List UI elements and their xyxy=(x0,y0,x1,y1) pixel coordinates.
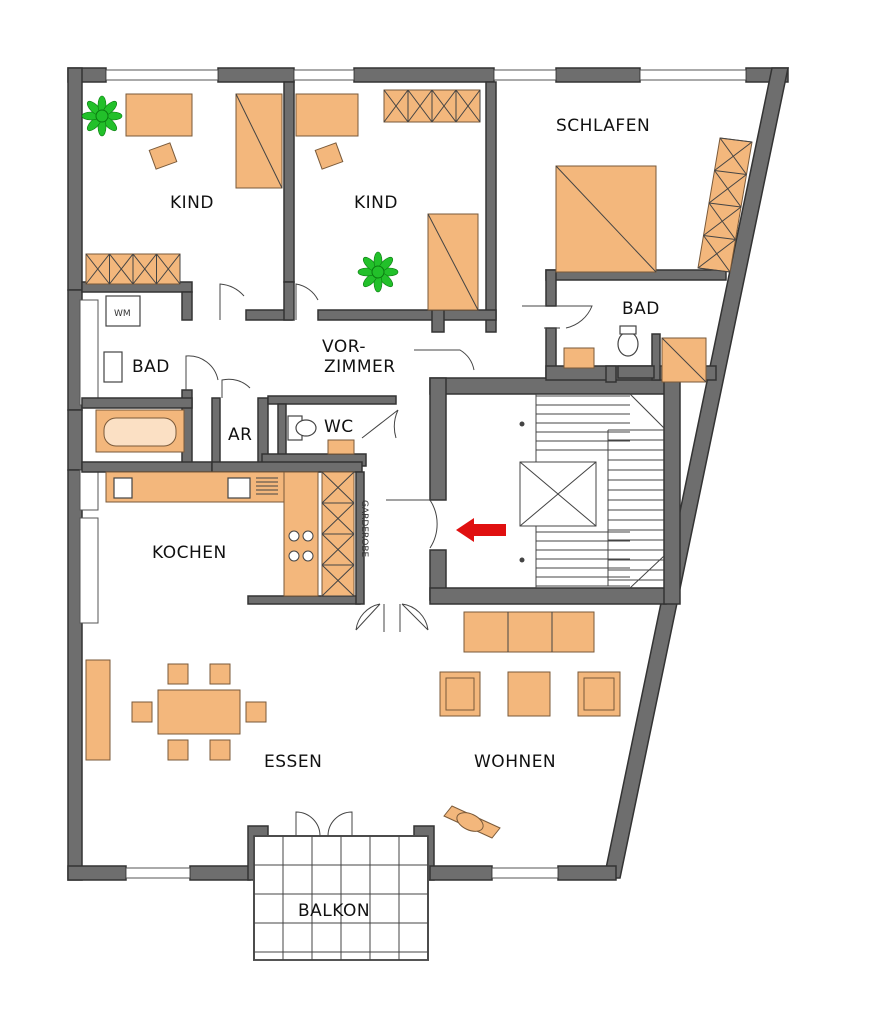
room-label-kind-1: KIND xyxy=(170,193,214,213)
room-label-wohnen: WOHNEN xyxy=(474,752,556,772)
wc-fixtures xyxy=(287,415,355,455)
washing-machine-label: WM xyxy=(114,309,131,319)
room-labels: KIND KIND SCHLAFEN BAD BAD VOR- ZIMMER A… xyxy=(132,116,660,921)
living-furniture xyxy=(439,611,621,839)
stairwell xyxy=(456,393,665,589)
exterior-walls xyxy=(67,67,789,881)
room-label-ar: AR xyxy=(228,425,252,445)
room-label-bad-right: BAD xyxy=(622,299,660,319)
plant-icon xyxy=(81,95,123,137)
room-label-bad-left: BAD xyxy=(132,357,170,377)
room-label-wc: WC xyxy=(324,417,354,437)
room-label-vorzimmer-2: ZIMMER xyxy=(324,357,396,377)
wardrobe xyxy=(321,471,355,597)
plant-icon xyxy=(357,251,399,293)
bad-left-fixtures: WM xyxy=(95,295,185,453)
room-label-essen: ESSEN xyxy=(264,752,322,772)
schlafen-furniture xyxy=(555,137,753,273)
hob xyxy=(256,477,314,562)
kitchen-fixtures: GARDEROBE xyxy=(105,471,369,597)
wardrobe xyxy=(383,89,481,123)
room-label-balkon: BALKON xyxy=(298,901,370,921)
room-label-kind-2: KIND xyxy=(354,193,398,213)
wardrobe xyxy=(85,253,181,285)
kind1-furniture xyxy=(85,93,283,285)
kind2-furniture xyxy=(295,89,481,311)
bad-right-fixtures xyxy=(563,325,707,383)
balcony xyxy=(253,835,429,961)
dining-furniture xyxy=(85,659,267,761)
interior-walls xyxy=(81,81,727,605)
entrance-arrow-icon xyxy=(456,518,506,542)
doors xyxy=(185,283,593,837)
room-label-vorzimmer-1: VOR- xyxy=(322,337,366,357)
room-label-kochen: KOCHEN xyxy=(152,543,227,563)
room-label-schlafen: SCHLAFEN xyxy=(556,116,650,136)
garderobe-label: GARDEROBE xyxy=(359,500,369,558)
